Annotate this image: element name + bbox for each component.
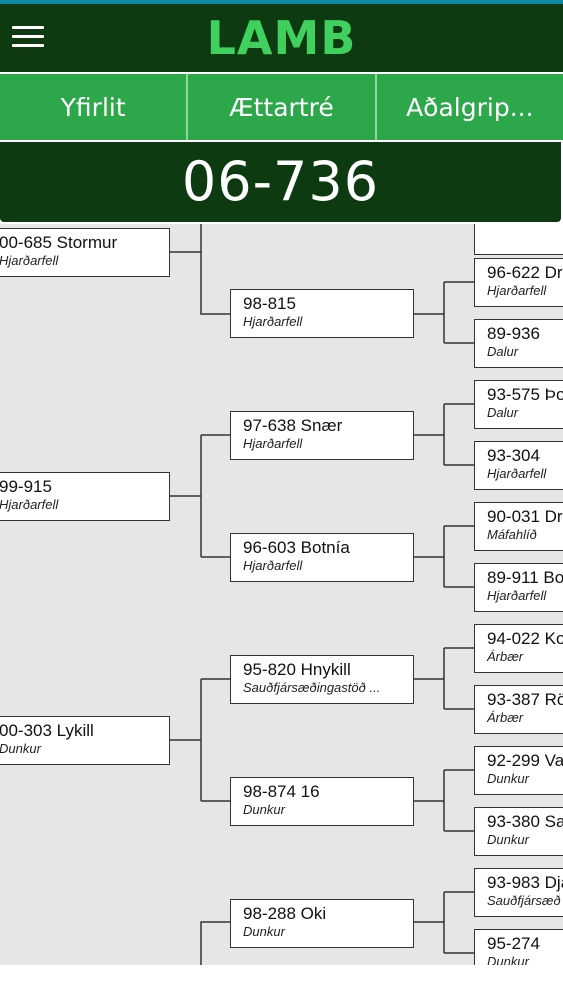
animal-id-banner: 06-736	[0, 142, 561, 222]
node-name: 97-638 Snær	[243, 416, 343, 435]
node-location: Dunkur	[0, 741, 41, 756]
node-name: 93-304	[487, 446, 540, 465]
node-location: Hjarðarfell	[243, 436, 303, 451]
node-location: Hjarðarfell	[487, 588, 547, 603]
node-name: 98-288 Oki	[243, 904, 327, 923]
node-location: Hjarðarfell	[0, 497, 59, 512]
pedigree-node-col3[interactable]: Traðir	[474, 224, 563, 255]
node-name: 93-380 Sa	[487, 812, 563, 831]
node-name: 95-820 Hnykill	[243, 660, 351, 679]
app-title: LAMB	[206, 11, 357, 65]
node-location: Máfahlíð	[487, 527, 537, 542]
node-name: 93-575 Þo	[487, 385, 563, 404]
tab-main-info[interactable]: Aðalgrip...	[374, 74, 563, 140]
node-name: 92-299 Va	[487, 751, 563, 770]
node-location: Dalur	[487, 344, 519, 359]
node-location: Dalur	[487, 405, 519, 420]
app-bar: LAMB	[0, 4, 563, 72]
node-location: Hjarðarfell	[487, 466, 547, 481]
hamburger-menu-icon[interactable]	[12, 24, 46, 50]
node-location: Árbær	[487, 710, 524, 725]
node-location: Hjarðarfell	[243, 314, 303, 329]
node-location: Dunkur	[487, 832, 529, 847]
node-location: Hjarðarfell	[0, 253, 59, 268]
tab-overview[interactable]: Yfirlit	[60, 92, 126, 122]
node-location: Hjarðarfell	[487, 283, 547, 298]
node-location: Árbær	[487, 649, 524, 664]
node-name: 00-303 Lykill	[0, 721, 94, 740]
node-name: 89-911 Bo	[487, 568, 563, 587]
node-location: Hjarðarfell	[243, 558, 303, 573]
status-strip	[0, 0, 563, 4]
node-name: 00-685 Stormur	[0, 233, 118, 252]
node-name: 98-815	[243, 294, 296, 313]
node-location: Dunkur	[487, 954, 529, 965]
node-name: 95-274	[487, 934, 540, 953]
node-location: Sauðfjársæðingastöð ...	[243, 680, 381, 695]
node-name: 96-622 Dr	[487, 263, 563, 282]
node-name: 93-983 Dja	[487, 873, 563, 892]
node-name: 90-031 Dr	[487, 507, 563, 526]
pedigree-connectors	[170, 224, 474, 965]
node-name: 89-936	[487, 324, 540, 343]
node-name: 98-874 16	[243, 782, 320, 801]
node-name: 96-603 Botnía	[243, 538, 350, 557]
node-name: 94-022 Ko	[487, 629, 563, 648]
tab-bar: Yfirlit Ættartré Aðalgrip...	[0, 74, 563, 140]
node-name: 93-387 Rö	[487, 690, 563, 709]
node-location: Dunkur	[487, 771, 529, 786]
node-location: Sauðfjársæð	[487, 893, 561, 908]
node-location: Dunkur	[243, 924, 285, 939]
node-location: Dunkur	[243, 802, 285, 817]
tab-pedigree[interactable]: Ættartré	[186, 74, 374, 140]
node-name: 99-915	[0, 477, 52, 496]
node-location: Traðir	[487, 224, 563, 227]
